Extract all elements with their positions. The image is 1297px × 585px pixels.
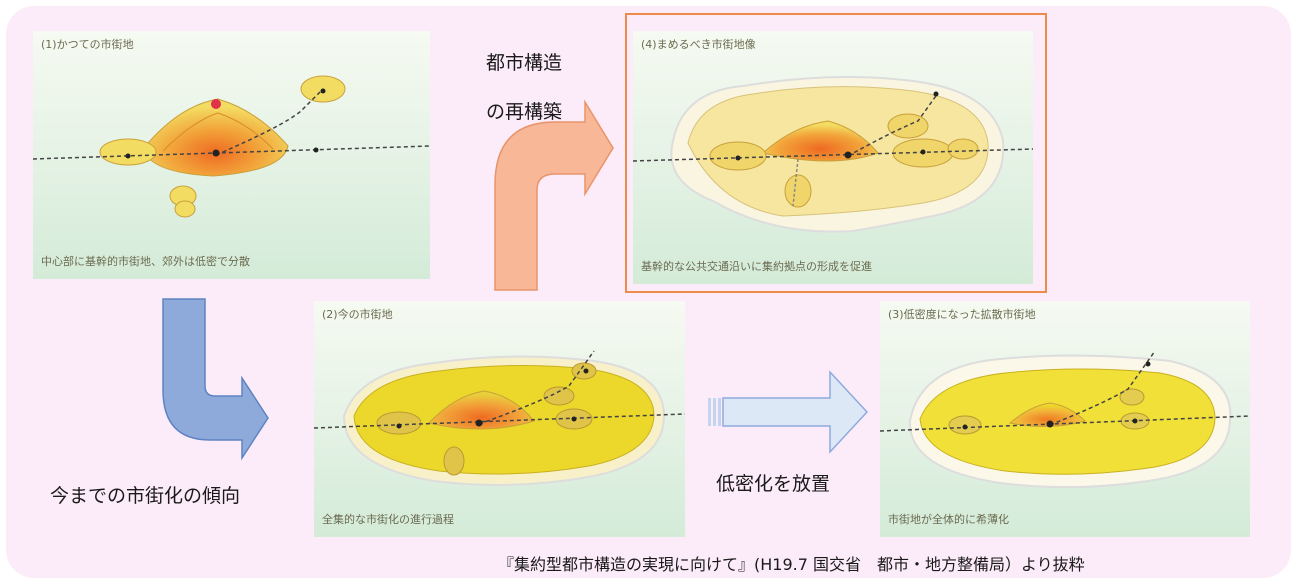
current-city-illustration (314, 301, 685, 537)
panel-title: (2)今の市街地 (322, 308, 393, 321)
neglect-label: 低密化を放置 (716, 473, 831, 495)
panel-caption: 市街地が全体的に希薄化 (888, 513, 1009, 526)
sprawl-city-illustration (880, 301, 1250, 537)
rebuild-arrow (494, 99, 614, 291)
panel-title: (1)かつての市街地 (41, 38, 134, 51)
panel-title: (3)低密度になった拡散市街地 (888, 308, 1036, 321)
rebuild-label-line2: の再構築 (486, 101, 563, 123)
panel-caption: 中心部に基幹的市街地、郊外は低密で分散 (41, 255, 250, 268)
panel-title: (4)まめるべき市街地像 (641, 38, 756, 51)
trend-arrow (162, 298, 269, 461)
neglect-arrow (708, 370, 869, 454)
target-city-illustration (633, 31, 1033, 284)
panel-current-city: (2)今の市街地 全集的な市街化の進行過程 (314, 301, 685, 537)
source-citation: 『集約型都市構造の実現に向けて』(H19.7 国交省 都市・地方整備局）より抜粋 (498, 555, 1085, 574)
panel-past-city: (1)かつての市街地 中心部に基幹的市街地、郊外は低密で分散 (33, 31, 430, 279)
panel-caption: 全集的な市街化の進行過程 (322, 513, 454, 526)
panel-target-city: (4)まめるべき市街地像 基幹的な公共交通沿いに集約拠点の形成を促進 (633, 31, 1033, 284)
panel-caption: 基幹的な公共交通沿いに集約拠点の形成を促進 (641, 260, 872, 273)
trend-label: 今までの市街化の傾向 (50, 485, 241, 507)
panel-sprawl-city: (3)低密度になった拡散市街地 市街地が全体的に希薄化 (880, 301, 1250, 537)
highlight-frame (625, 13, 1047, 293)
past-city-illustration (33, 31, 430, 279)
rebuild-label-line1: 都市構造 (486, 52, 563, 74)
